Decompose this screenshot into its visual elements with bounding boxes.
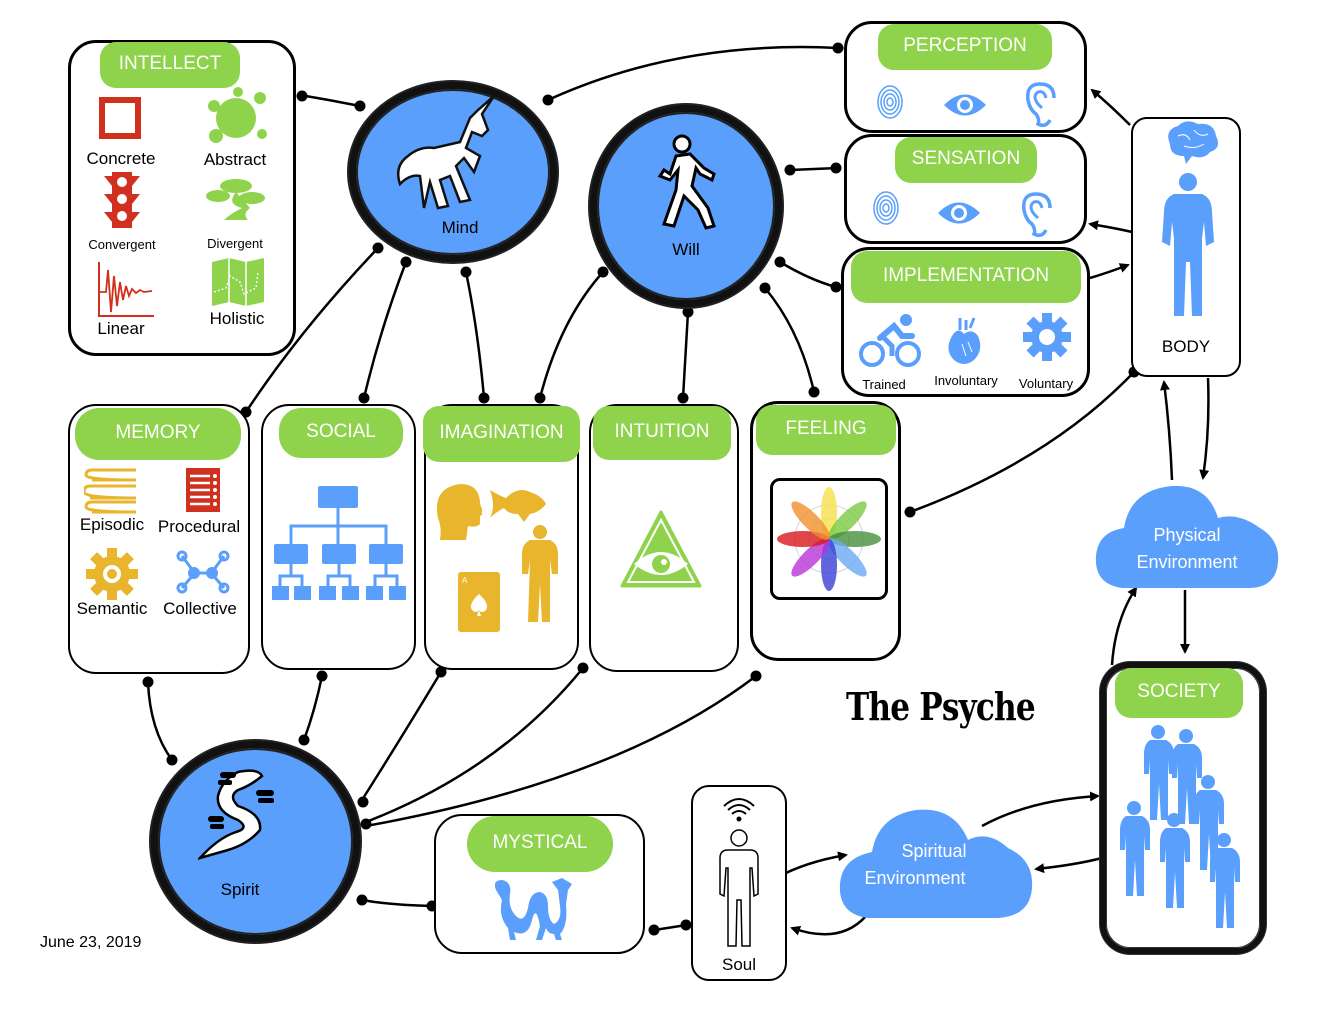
physical-line1: Physical — [1153, 525, 1221, 545]
implementation-item-trained: Trained — [862, 377, 906, 392]
mystical-header: MYSTICAL — [467, 816, 613, 872]
physical-environment-label: Physical Environment — [1112, 522, 1262, 576]
spiritual-line2: Environment — [864, 868, 966, 888]
winding-road-icon — [198, 769, 274, 860]
memory-header: MEMORY — [75, 408, 241, 460]
intellect-item-concrete: Concrete — [86, 149, 156, 168]
intellect-item-linear: Linear — [97, 319, 145, 338]
physical-environment-cloud[interactable] — [1094, 478, 1280, 590]
person-icon — [522, 525, 558, 622]
intellect-item-abstract: Abstract — [203, 150, 267, 169]
soul-label: Soul — [721, 955, 757, 974]
physical-line2: Environment — [1136, 552, 1238, 572]
bonsai-tree-icon — [206, 179, 265, 220]
spiritual-line1: Spiritual — [901, 841, 967, 861]
social-header: SOCIAL — [279, 408, 403, 458]
square-frame-icon — [99, 97, 141, 139]
books-icon — [84, 468, 137, 514]
implementation-item-voluntary: Voluntary — [1018, 376, 1074, 391]
feeling-header: FEELING — [756, 405, 896, 455]
gear-icon — [86, 548, 138, 600]
diagram-title: The Psyche — [846, 684, 1036, 729]
heart-icon — [948, 317, 981, 364]
walking-person-icon — [657, 134, 716, 230]
splat-icon — [208, 87, 267, 143]
brain-icon — [1168, 121, 1218, 164]
gear-icon — [1023, 313, 1071, 361]
intellect-item-holistic: Holistic — [209, 309, 265, 328]
checklist-icon — [186, 468, 220, 512]
memory-item-episodic: Episodic — [79, 515, 145, 534]
eye-icon — [944, 94, 986, 116]
emotion-wheel-image — [777, 487, 881, 591]
spiritual-environment-label: Spiritual Environment — [848, 838, 998, 892]
spirit-node[interactable] — [151, 741, 360, 942]
intellect-item-divergent: Divergent — [207, 236, 263, 251]
damped-wave-icon — [98, 262, 154, 317]
eye-triangle-icon — [620, 510, 702, 588]
traffic-light-icon — [104, 172, 140, 228]
org-chart-icon — [272, 486, 406, 600]
date-label: June 23, 2019 — [40, 934, 142, 951]
perception-header: PERCEPTION — [878, 24, 1052, 70]
standing-person-icon — [1162, 173, 1214, 316]
person-outline-icon — [719, 829, 759, 947]
head-icon — [437, 484, 482, 540]
will-label: Will — [672, 240, 700, 259]
implementation-item-involuntary: Involuntary — [934, 373, 998, 388]
fingerprint-icon — [877, 85, 903, 119]
society-header: SOCIETY — [1115, 668, 1243, 718]
goldfish-icon — [490, 490, 546, 522]
wifi-signal-icon — [723, 798, 755, 822]
cyclist-icon — [859, 314, 921, 367]
map-icon — [212, 258, 264, 306]
ear-icon — [1026, 82, 1056, 128]
ace-of-spades-icon: A — [458, 572, 500, 632]
memory-item-semantic: Semantic — [76, 599, 148, 618]
spirit-label: Spirit — [220, 880, 260, 899]
fingerprint-icon — [873, 191, 899, 225]
memory-item-procedural: Procedural — [157, 517, 241, 536]
sensation-header: SENSATION — [895, 137, 1037, 183]
crowd-icon — [1120, 725, 1240, 928]
ear-icon — [1022, 192, 1052, 238]
unicorn-icon — [397, 96, 496, 210]
intellect-header: INTELLECT — [100, 42, 240, 88]
intellect-item-convergent: Convergent — [88, 237, 156, 252]
svg-text:A: A — [462, 576, 468, 585]
mind-label: Mind — [441, 218, 479, 237]
body-label: BODY — [1161, 337, 1211, 356]
intuition-header: INTUITION — [593, 406, 731, 460]
eye-icon — [938, 202, 980, 224]
implementation-header: IMPLEMENTATION — [851, 251, 1081, 303]
imagination-header: IMAGINATION — [423, 406, 580, 462]
network-icon — [176, 550, 230, 594]
spiritual-environment-cloud[interactable] — [838, 800, 1038, 920]
dragon-icon — [494, 878, 572, 940]
memory-item-collective: Collective — [163, 599, 237, 618]
